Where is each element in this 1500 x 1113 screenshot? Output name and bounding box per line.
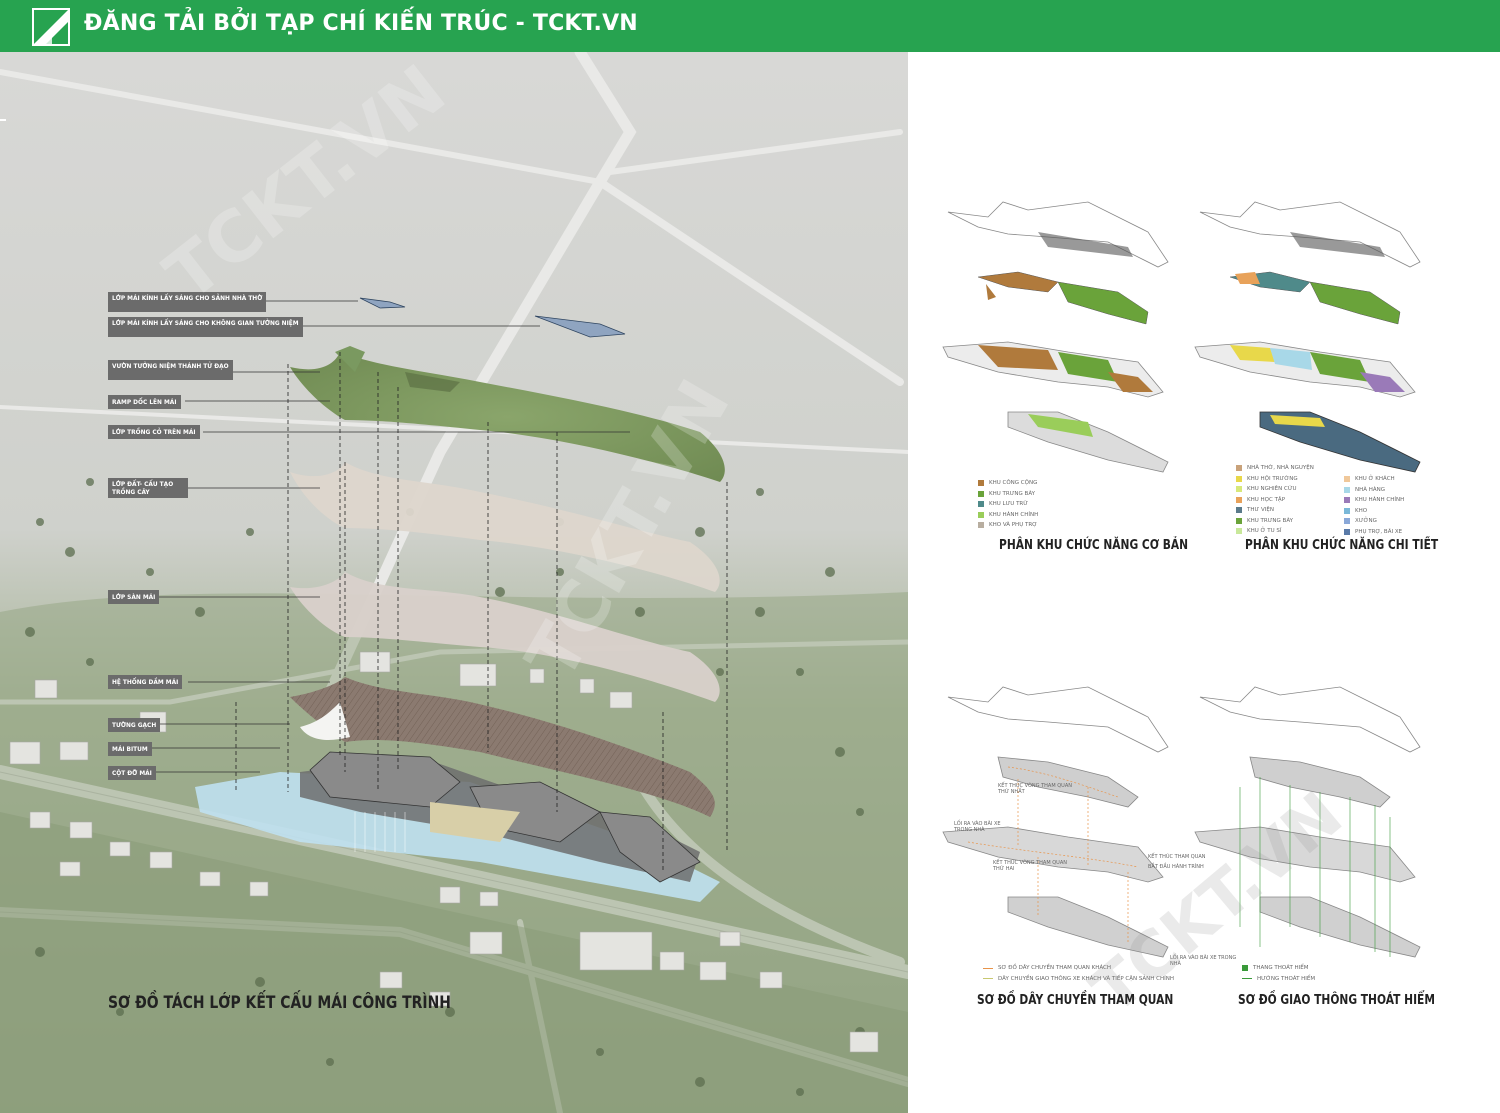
legend-swatch xyxy=(1236,496,1242,503)
basic-zoning-diagram xyxy=(942,201,1169,473)
legend-detail-left: NHÀ THỜ, NHÀ NGUYỆN KHU HỘI TRƯỜNG KHU N… xyxy=(1236,463,1314,537)
legend-item: KHU HỘI TRƯỜNG xyxy=(1247,475,1298,482)
legend-item: KHU TRƯNG BÀY xyxy=(1247,517,1294,524)
caption-evacuation: SƠ ĐỒ GIAO THÔNG THOÁT HIỂM xyxy=(1238,993,1435,1008)
legend-item: SƠ ĐỒ DÂY CHUYỀN THAM QUAN KHÁCH xyxy=(998,965,1111,972)
header-banner: ĐĂNG TẢI BỞI TẠP CHÍ KIẾN TRÚC - TCKT.VN xyxy=(0,0,1500,52)
caption-visitor-route: SƠ ĐỒ DÂY CHUYỀN THAM QUAN xyxy=(977,993,1174,1008)
label-roof-ramp: RAMP DỐC LÊN MÁI xyxy=(108,395,181,409)
legend-swatch xyxy=(1236,465,1242,472)
site-map xyxy=(0,52,908,1113)
legend-swatch xyxy=(978,522,984,529)
label-grass-layer: LỚP TRỒNG CỎ TRÊN MÁI xyxy=(108,425,200,439)
tckt-logo-icon xyxy=(32,8,70,46)
legend-item: KHU TRƯNG BÀY xyxy=(989,490,1036,497)
route-note: LỐI RA VÀO BÃI XE TRONG NHÀ xyxy=(1170,955,1237,967)
legend-swatch xyxy=(1344,518,1350,525)
legend-swatch xyxy=(978,501,984,508)
legend-basic: KHU CÔNG CỘNG KHU TRƯNG BÀY KHU LƯU TRỮ … xyxy=(978,478,1038,531)
legend-swatch xyxy=(1236,507,1242,514)
legend-item: KHO VÀ PHỤ TRỢ xyxy=(989,522,1038,529)
zoning-diagrams xyxy=(942,201,1421,958)
zoning-diagrams-panel: KHU CÔNG CỘNG KHU TRƯNG BÀY KHU LƯU TRỮ … xyxy=(908,52,1500,1113)
legend-item: THƯ VIỆN xyxy=(1247,507,1274,514)
label-roof-deck: LỚP SÀN MÁI xyxy=(108,590,160,604)
label-roof-beams: HỆ THỐNG DẦM MÁI xyxy=(108,675,183,689)
legend-swatch xyxy=(978,480,984,487)
detailed-zoning-diagram xyxy=(1194,201,1421,473)
label-brick-wall: TƯỜNG GẠCH xyxy=(108,718,161,732)
legend-item: XƯỞNG xyxy=(1355,518,1377,525)
legend-item: KHO xyxy=(1355,507,1368,514)
legend-item: HƯỚNG THOÁT HIỂM xyxy=(1257,975,1316,982)
legend-swatch xyxy=(1344,507,1350,514)
label-bitumen-roof: MÁI BITUM xyxy=(108,742,152,756)
legend-item: KHU HỌC TẬP xyxy=(1247,496,1286,503)
legend-item: KHU NGHIÊN CỨU xyxy=(1247,486,1297,493)
roof-layer-diagram: LỚP MÁI KÍNH LẤY SÁNG CHO SẢNH NHÀ THỜ L… xyxy=(0,52,908,1113)
legend-item: NHÀ HÀNG xyxy=(1355,486,1386,493)
label-glass-roof-memorial: LỚP MÁI KÍNH LẤY SÁNG CHO KHÔNG GIAN TƯỞ… xyxy=(108,317,303,337)
route-note: BẮT ĐẦU HÀNH TRÌNH xyxy=(1148,864,1204,870)
legend-item: KHU HÀNH CHÍNH xyxy=(1355,497,1405,504)
route-note: KẾT THÚC VÒNG THAM QUAN THỨ NHẤT xyxy=(998,783,1073,795)
legend-item: NHÀ THỜ, NHÀ NGUYỆN xyxy=(1247,465,1314,472)
legend-swatch xyxy=(983,967,993,969)
legend-item: KHU HÀNH CHÍNH xyxy=(989,511,1039,518)
label-glass-roof-church: LỚP MÁI KÍNH LẤY SÁNG CHO SẢNH NHÀ THỜ xyxy=(108,292,267,312)
legend-swatch xyxy=(983,978,993,980)
legend-item: KHU LƯU TRỮ xyxy=(989,501,1028,508)
arrow-swatch xyxy=(1242,978,1252,980)
label-soil-layer: LỚP ĐẤT- CẤU TẠO TRỒNG CÂY xyxy=(108,478,188,498)
main-caption: SƠ ĐỒ TÁCH LỚP KẾT CẤU MÁI CÔNG TRÌNH xyxy=(108,993,451,1013)
legend-item: THANG THOÁT HIỂM xyxy=(1253,965,1309,972)
legend-swatch xyxy=(1344,486,1350,493)
legend-swatch xyxy=(1236,517,1242,524)
legend-swatch xyxy=(978,511,984,518)
legend-item: KHU Ở KHÁCH xyxy=(1355,476,1395,483)
route-note: KẾT THÚC THAM QUAN xyxy=(1148,854,1206,860)
stair-swatch xyxy=(1242,965,1248,972)
caption-detailed-zoning: PHÂN KHU CHỨC NĂNG CHI TIẾT xyxy=(1245,538,1439,553)
route-note: KẾT THÚC VÒNG THAM QUAN THỨ HAI xyxy=(993,860,1068,872)
label-memorial-garden: VƯỜN TƯỞNG NIỆM THÁNH TỬ ĐẠO xyxy=(108,360,233,380)
caption-basic-zoning: PHÂN KHU CHỨC NĂNG CƠ BẢN xyxy=(999,538,1189,553)
legend-swatch xyxy=(1344,528,1350,535)
visitor-route-diagram xyxy=(942,686,1169,958)
banner-title: ĐĂNG TẢI BỞI TẠP CHÍ KIẾN TRÚC - TCKT.VN xyxy=(84,11,638,36)
legend-swatch xyxy=(1344,476,1350,483)
legend-item: KHU Ở TU SĨ xyxy=(1247,528,1282,535)
legend-swatch xyxy=(1344,497,1350,504)
legend-item: PHỤ TRỢ, BÃI XE xyxy=(1355,528,1403,535)
legend-swatch xyxy=(1236,475,1242,482)
legend-route: SƠ ĐỒ DÂY CHUYỀN THAM QUAN KHÁCH DÂY CHU… xyxy=(983,963,1174,984)
legend-item: KHU CÔNG CỘNG xyxy=(989,480,1038,487)
legend-swatch xyxy=(1236,486,1242,493)
legend-detail-right: KHU Ở KHÁCH NHÀ HÀNG KHU HÀNH CHÍNH KHO … xyxy=(1344,474,1404,537)
legend-swatch xyxy=(1236,528,1242,535)
label-roof-columns: CỘT ĐỠ MÁI xyxy=(108,766,156,780)
evacuation-diagram xyxy=(1194,686,1421,958)
legend-swatch xyxy=(978,490,984,497)
legend-evacuation: THANG THOÁT HIỂM HƯỚNG THOÁT HIỂM xyxy=(1242,963,1315,984)
legend-item: DÂY CHUYỀN GIAO THÔNG XE KHÁCH VÀ TIẾP C… xyxy=(998,975,1174,982)
route-note: LỐI RA VÀO BÃI XE TRONG NHÀ xyxy=(954,821,1001,833)
